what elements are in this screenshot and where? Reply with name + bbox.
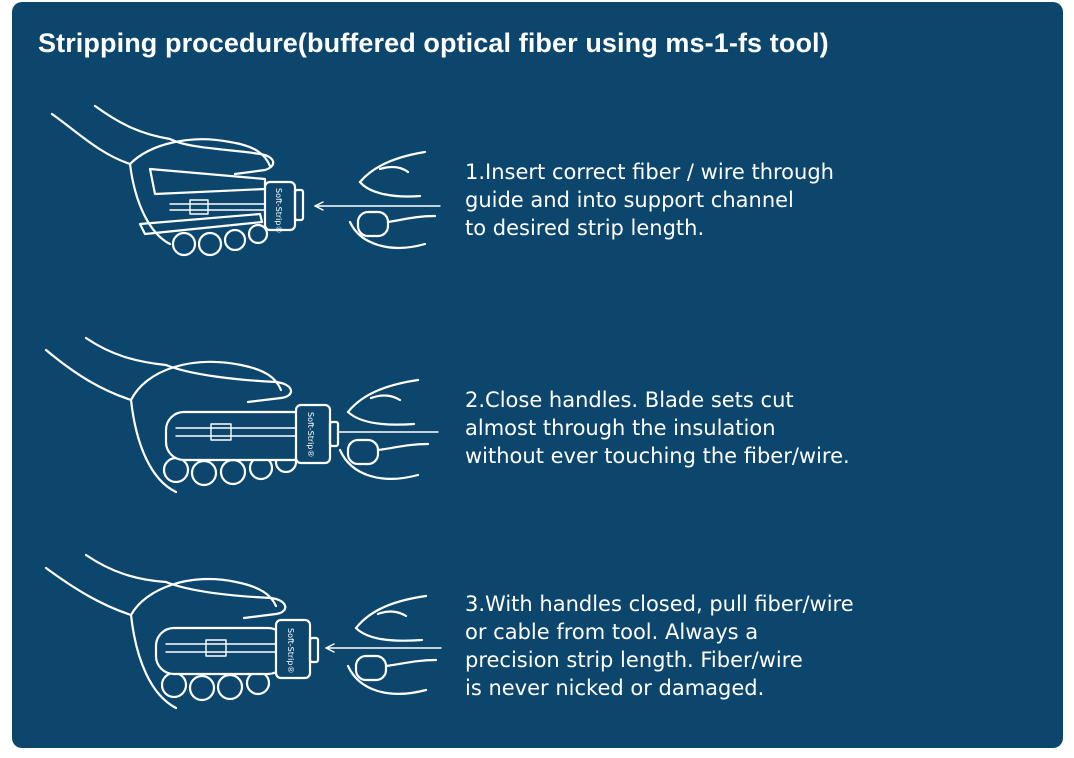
tool-brand-label: Soft-Strip® — [274, 188, 283, 233]
step-3-text: 3.With handles closed, pull fiber/wire o… — [465, 590, 854, 702]
step-2-line-3: without ever touching the fiber/wire. — [465, 444, 850, 468]
step-1-line-2: guide and into support channel — [465, 188, 794, 212]
step-2-text: 2.Close handles. Blade sets cut almost t… — [465, 386, 850, 470]
step-2-line-1: 2.Close handles. Blade sets cut — [465, 388, 794, 412]
step-1-text: 1.Insert correct fiber / wire through gu… — [465, 158, 834, 242]
page-title: Stripping procedure(buffered optical fib… — [38, 28, 829, 58]
step-3-line-4: is never nicked or damaged. — [465, 676, 765, 700]
step-3-line-2: or cable from tool. Always a — [465, 620, 759, 644]
step-3-line-1: 3.With handles closed, pull fiber/wire — [465, 592, 854, 616]
tool-brand-label: Soft-Strip® — [286, 628, 295, 673]
step-1-line-3: to desired strip length. — [465, 216, 705, 240]
step-2-line-2: almost through the insulation — [465, 416, 776, 440]
hand-pulling-fiber-icon: Soft-Strip® — [44, 553, 442, 710]
procedure-panel: Stripping procedure(buffered optical fib… — [12, 2, 1063, 748]
step-3-line-3: precision strip length. Fiber/wire — [465, 648, 803, 672]
hand-holding-open-stripper-icon: Soft-Strip® — [50, 104, 441, 257]
hand-closing-stripper-icon: Soft-Strip® — [44, 336, 439, 494]
tool-brand-label: Soft-Strip® — [306, 412, 315, 457]
step-1-line-1: 1.Insert correct fiber / wire through — [465, 160, 834, 184]
